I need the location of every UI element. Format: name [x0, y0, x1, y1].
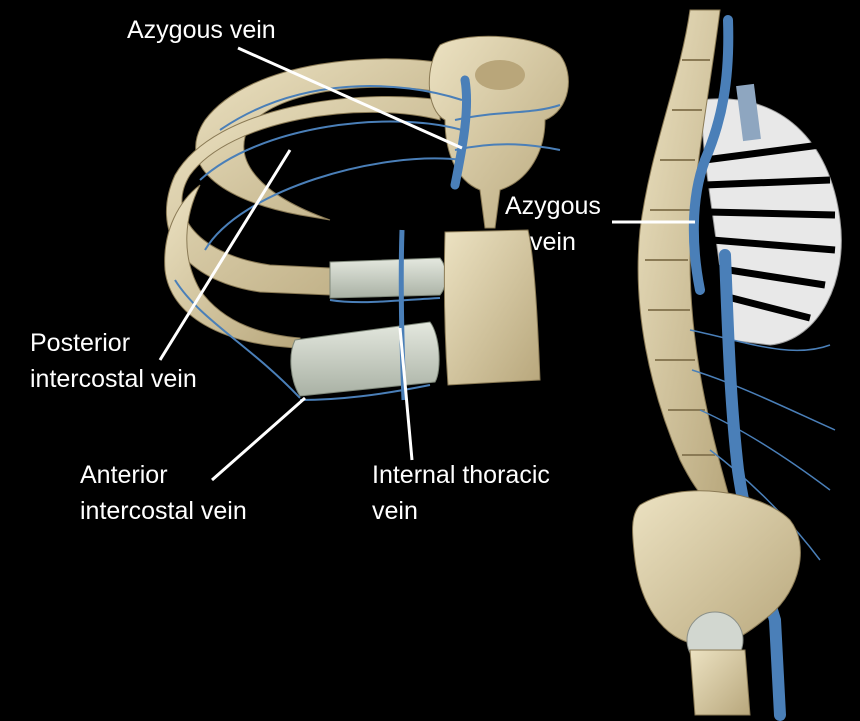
vertebral-column	[637, 9, 731, 509]
vertebral-segments	[645, 59, 715, 456]
posterior-line2: intercostal vein	[30, 365, 197, 393]
azygous-vein-right	[688, 15, 734, 295]
anterior-intercostal-vein-label: Anterior intercostal vein	[80, 457, 247, 529]
leader-azygous-left	[237, 46, 463, 150]
upper-rib	[195, 58, 456, 221]
segmental-veins	[689, 329, 836, 561]
anterior-intercostal-veins	[174, 279, 441, 401]
pelvis	[632, 490, 801, 647]
azygous-vein-left	[450, 75, 472, 190]
middle-rib	[166, 96, 441, 296]
posterior-intercostal-vein-label: Posterior intercostal vein	[30, 325, 197, 397]
internal-line1: Internal thoracic	[372, 461, 550, 489]
spine-lateral-view	[632, 9, 842, 721]
internal-thoracic-vein	[398, 229, 407, 401]
leader-anterior	[211, 396, 306, 482]
sternum	[443, 229, 541, 386]
internal-thoracic-vein-label: Internal thoracic vein	[372, 457, 550, 529]
azygous-left-text: Azygous vein	[127, 16, 276, 44]
internal-line2: vein	[372, 497, 418, 525]
lower-rib-cartilage	[290, 321, 440, 397]
anterior-line1: Anterior	[80, 461, 168, 489]
vertebral-body-top	[475, 60, 525, 90]
posterior-line1: Posterior	[30, 329, 131, 357]
upper-vessel-right	[736, 83, 761, 142]
leader-internal	[398, 327, 414, 461]
leader-posterior	[158, 149, 292, 361]
middle-rib-cartilage	[329, 257, 447, 299]
rib-gaps	[704, 141, 836, 322]
femur	[689, 649, 751, 716]
azygous-vein-label-right: Azygous vein	[505, 188, 601, 260]
leader-lines	[158, 46, 695, 482]
azygous-right-line2: vein	[530, 228, 576, 256]
azygous-vein-label-left: Azygous vein	[127, 12, 276, 48]
azygous-right-line1: Azygous	[505, 192, 601, 220]
rib-cage-section	[164, 35, 569, 401]
anterior-line2: intercostal vein	[80, 497, 247, 525]
posterior-intercostal-veins	[199, 85, 561, 251]
